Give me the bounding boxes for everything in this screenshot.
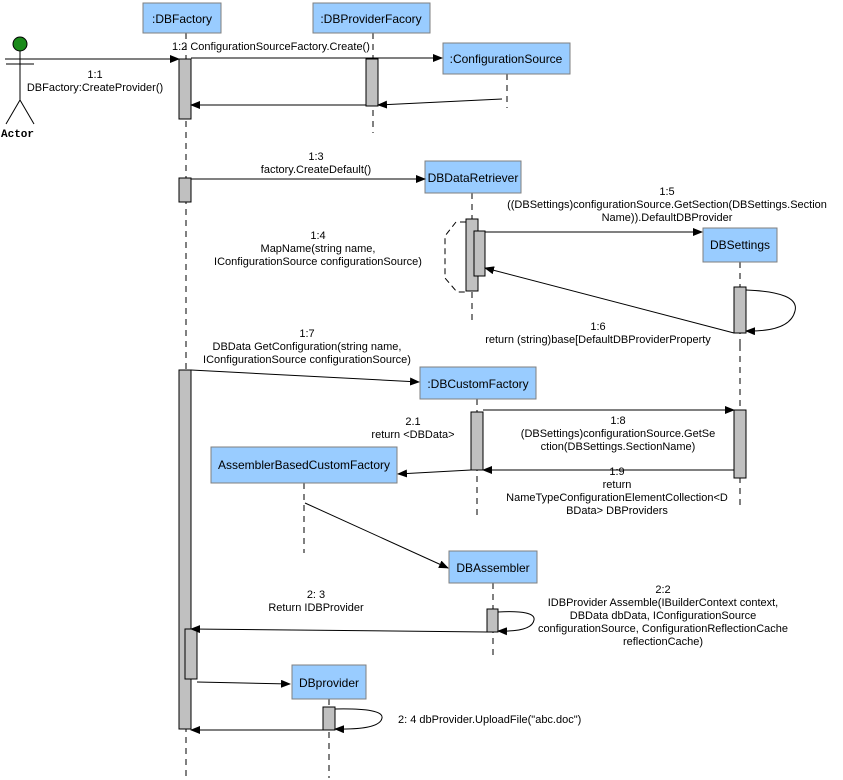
message-1-5-label-line: ((DBSettings)configurationSource.GetSect… [507,199,827,211]
mapname-frame [444,221,466,293]
actor-label: Actor [1,129,34,141]
message-1-7-arrow [190,369,420,386]
activation-dbsettings-1 [733,286,747,334]
message-1-6-arrow [484,266,735,334]
message-2-2-label-line: reflectionCache) [623,636,703,648]
participant-dbprovider-label: DBprovider [299,676,359,690]
participant-dbdataretriever-label: DBDataRetriever [428,171,519,185]
participant-dbproviderfactory-label: :DBProviderFacory [320,12,421,26]
message-2-2-arrow [497,611,535,636]
activation-dbsettings-2 [733,409,747,479]
participant-dbfactory: :DBFactory [142,2,222,34]
message-assembler-arrow [304,502,449,569]
message-2-3-arrow [190,625,488,634]
message-1-8-label-line: (DBSettings)configurationSource.GetSe [521,428,715,440]
message-1-7-label-line: DBData GetConfiguration(string name, [213,341,402,353]
message-1-8-label-line: 1:8 [610,415,625,427]
message-1-4-label-line: 1:4 [310,230,325,242]
message-2-2-label-line: IDBProvider Assemble(IBuilderContext con… [548,597,779,609]
message-2-4-label-line: 2: 4 dbProvider.UploadFile("abc.doc") [398,714,581,726]
participant-dbproviderfactory: :DBProviderFacory [312,2,431,34]
message-2-1-label-line: return <DBData> [371,429,454,441]
message-self-dbsettings-arrow [745,289,796,336]
activation-dbfactory-4 [184,628,198,680]
message-2-2-label-line: DBData dbData, IConfigurationSource [570,610,757,622]
participant-assemblerbasedcustomfactory: AssemblerBasedCustomFactory [210,446,398,484]
activation-dbfactory-1 [178,58,192,120]
participant-assemblerbasedcustomfactory-label: AssemblerBasedCustomFactory [218,458,390,472]
participant-dbdataretriever: DBDataRetriever [424,160,522,194]
message-2-4-label: 2: 4 dbProvider.UploadFile("abc.doc") [398,714,581,726]
message-1-4-label-line: MapName(string name, [261,243,376,255]
message-1-2-label: 1:2 ConfigurationSourceFactory.Create() [172,41,370,53]
message-1-1-label-line: 1:1 [87,69,102,81]
actor-right-leg [19,99,35,125]
message-2-1-arrow [397,469,472,478]
message-1-1-label-line: DBFactory:CreateProvider() [27,82,163,94]
message-1-3-label-line: 1:3 [308,151,323,163]
message-1-6-label-line: 1:6 [590,321,605,333]
activation-dbassembler [486,608,499,633]
message-1-9-label-line: NameTypeConfigurationElementCollection<D [506,492,728,504]
participant-dbfactory-label: :DBFactory [152,12,212,26]
message-2-1-label-line: 2.1 [405,416,420,428]
message-1-7-label-line: IConfigurationSource configurationSource… [203,354,411,366]
activation-dbdataretriever-nested [473,230,486,277]
participant-dbsettings-label: DBSettings [710,238,770,252]
message-1-9-label-line: 1:9 [609,466,624,478]
activation-dbcustomfactory [470,411,484,471]
participant-dbcustomfactory-label: :DBCustomFactory [427,377,528,391]
message-1-5-label-line: Name)).DefaultDBProvider [602,212,733,224]
participant-configurationsource-label: :ConfigurationSource [450,52,563,66]
message-create-dbprovider-arrow [196,679,291,688]
message-1-4-label-line: IConfigurationSource configurationSource… [214,256,422,268]
message-2-3-label-line: 2: 3 [307,589,325,601]
participant-dbassembler: DBAssembler [448,550,538,584]
actor: Actor [1,36,35,141]
message-return-configsource-arrow [377,98,503,109]
message-1-9-label-line: return [603,479,632,491]
activation-dbfactory-2 [178,177,192,203]
message-1-5-label-line: 1:5 [659,186,674,198]
participant-dbsettings: DBSettings [702,227,778,263]
message-2-2-label-line: 2:2 [655,584,670,596]
message-2-2-label-line: configurationSource, ConfigurationReflec… [538,623,788,635]
message-1-7-label-line: 1:7 [299,328,314,340]
activation-dbprovider [322,706,336,731]
message-1-2-label-line: 1:2 ConfigurationSourceFactory.Create() [172,41,370,53]
message-1-5-label: 1:5((DBSettings)configurationSource.GetS… [507,186,827,224]
participant-configurationsource: :ConfigurationSource [442,42,571,75]
message-1-8-label-line: ction(DBSettings.SectionName) [541,441,696,453]
message-2-3-label-line: Return IDBProvider [268,602,364,614]
activation-dbproviderfactory [365,58,379,107]
participant-dbassembler-label: DBAssembler [456,561,529,575]
message-1-6-label-line: return (string)base[DefaultDBProviderPro… [485,334,711,346]
message-1-8-label: 1:8(DBSettings)configurationSource.GetSe… [521,415,715,453]
actor-head-icon [12,36,28,52]
participant-dbprovider: DBprovider [291,664,367,700]
message-1-3-label-line: factory.CreateDefault() [261,164,371,176]
participant-dbcustomfactory: :DBCustomFactory [419,366,537,400]
actor-left-leg [5,99,21,125]
message-1-9-label-line: BData> DBProviders [566,505,668,517]
message-2-4-self-arrow [334,708,383,734]
